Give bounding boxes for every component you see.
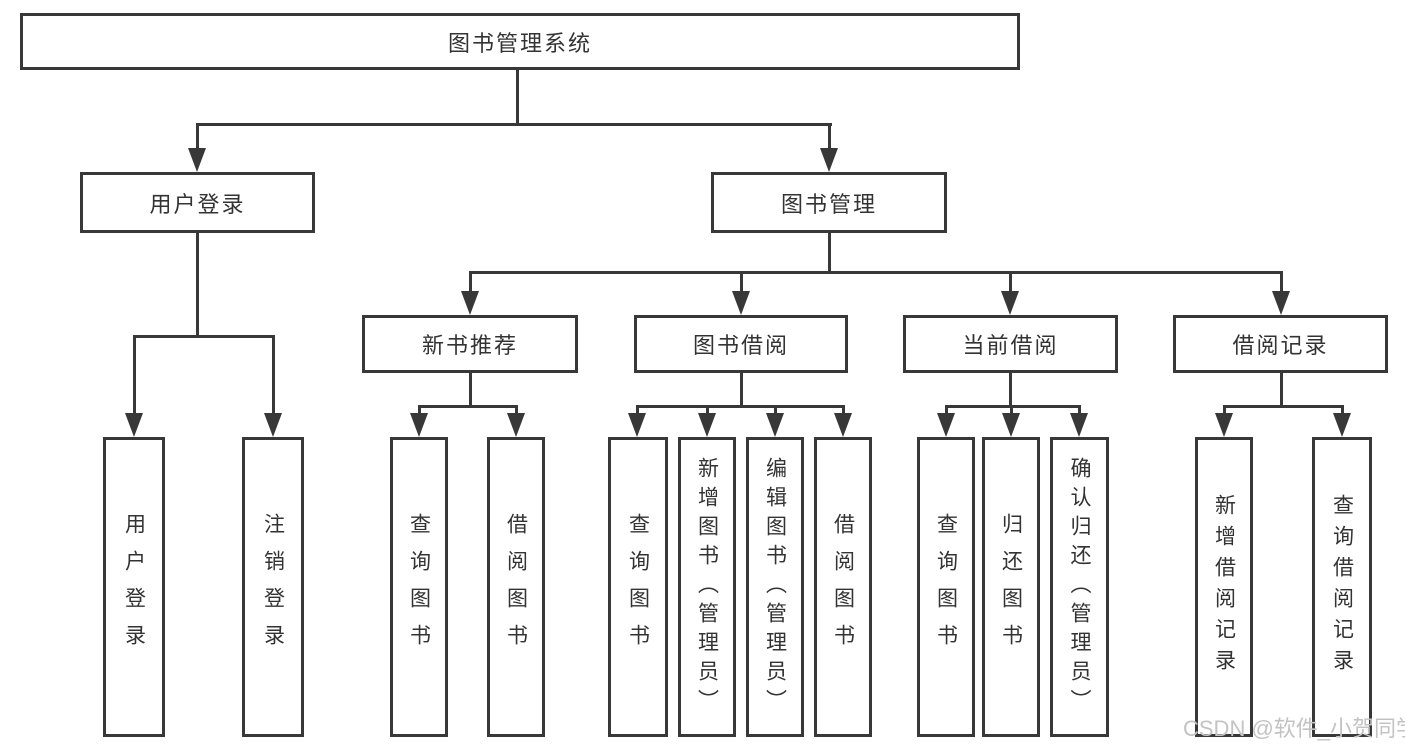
node-current-borrowing-label: 当前借阅 xyxy=(962,333,1059,358)
leaf-query-books-current: 查询图书 xyxy=(917,437,975,737)
connector-drop-current-borrowing xyxy=(1009,274,1012,293)
csdn-watermark: CSDN @软件_小贺同学 xyxy=(1183,716,1405,741)
connector-drop-query-borrow-record xyxy=(1341,407,1344,416)
arrowhead-query-books-borrow xyxy=(628,413,646,437)
leaf-user-login: 用户登录 xyxy=(103,437,165,737)
connector-book-borrowing-stem xyxy=(740,373,743,407)
connector-drop-borrowing-records xyxy=(1280,274,1283,293)
arrowhead-confirm-return-admin xyxy=(1070,413,1088,437)
leaf-edit-books-admin-label: 编辑图书（管理员） xyxy=(763,456,787,718)
leaf-logout-login: 注销登录 xyxy=(242,437,304,737)
leaf-user-login-label: 用户登录 xyxy=(122,513,146,661)
arrowhead-book-management xyxy=(820,148,838,172)
connector-current-borrowing-stem xyxy=(1009,373,1012,407)
arrowhead-edit-books-admin xyxy=(766,413,784,437)
leaf-logout-login-label: 注销登录 xyxy=(261,513,285,661)
connector-drop-new-book-recommend xyxy=(469,274,472,293)
leaf-confirm-return-admin: 确认归还（管理员） xyxy=(1050,437,1109,737)
connector-drop-add-books-admin xyxy=(706,407,709,416)
node-book-management: 图书管理 xyxy=(711,172,947,233)
leaf-add-borrow-record-label: 新增借阅记录 xyxy=(1212,494,1236,680)
node-book-borrowing: 图书借阅 xyxy=(634,315,848,373)
leaf-add-borrow-record: 新增借阅记录 xyxy=(1195,437,1253,737)
arrowhead-leaf-user-login xyxy=(125,413,143,437)
connector-book-management-rail xyxy=(469,271,1283,274)
leaf-add-books-admin: 新增图书（管理员） xyxy=(678,437,736,737)
connector-drop-return-books xyxy=(1010,407,1013,416)
leaf-borrow-books-borrow-label: 借阅图书 xyxy=(831,513,855,661)
leaf-query-books-current-label: 查询图书 xyxy=(934,513,958,661)
node-root: 图书管理系统 xyxy=(20,13,1020,70)
connector-book-borrowing-rail xyxy=(636,405,845,408)
node-borrowing-records: 借阅记录 xyxy=(1173,315,1388,373)
connector-root-rail xyxy=(196,123,832,126)
node-user-login-label: 用户登录 xyxy=(149,191,246,217)
connector-new-book-recommend-rail xyxy=(418,405,518,408)
connector-drop-book-borrowing xyxy=(740,274,743,293)
arrowhead-borrow-books-borrow xyxy=(834,413,852,437)
arrowhead-user-login xyxy=(188,148,206,172)
connector-drop-user-login xyxy=(196,126,199,154)
node-current-borrowing: 当前借阅 xyxy=(903,315,1118,373)
connector-user-login-rail xyxy=(133,335,275,338)
connector-drop-book-management xyxy=(828,126,831,154)
connector-drop-query-books-current xyxy=(945,407,948,416)
arrowhead-add-borrow-record xyxy=(1215,413,1233,437)
arrowhead-borrow-books-recommend xyxy=(507,413,525,437)
connector-borrowing-records-stem xyxy=(1280,373,1283,407)
arrowhead-add-books-admin xyxy=(698,413,716,437)
node-root-label: 图书管理系统 xyxy=(447,30,592,56)
connector-user-login-stem xyxy=(196,233,199,335)
leaf-query-borrow-record: 查询借阅记录 xyxy=(1312,437,1372,737)
node-new-book-recommend: 新书推荐 xyxy=(362,315,578,373)
leaf-add-books-admin-label: 新增图书（管理员） xyxy=(695,456,719,718)
arrowhead-query-books-current xyxy=(937,413,955,437)
arrowhead-query-borrow-record xyxy=(1333,413,1351,437)
leaf-query-books-recommend: 查询图书 xyxy=(390,437,448,737)
node-book-management-label: 图书管理 xyxy=(780,191,877,217)
arrowhead-current-borrowing xyxy=(1001,291,1019,315)
connector-drop-confirm-return-admin xyxy=(1078,407,1081,416)
leaf-return-books-label: 归还图书 xyxy=(999,513,1023,661)
node-book-borrowing-label: 图书借阅 xyxy=(692,333,789,358)
node-borrowing-records-label: 借阅记录 xyxy=(1232,333,1329,358)
connector-current-borrowing-rail xyxy=(945,405,1081,408)
connector-book-management-stem xyxy=(828,233,831,271)
connector-borrowing-records-rail xyxy=(1223,405,1344,408)
connector-drop-edit-books-admin xyxy=(774,407,777,416)
leaf-query-books-borrow-label: 查询图书 xyxy=(626,513,650,661)
leaf-query-borrow-record-label: 查询借阅记录 xyxy=(1330,494,1354,680)
leaf-borrow-books-recommend: 借阅图书 xyxy=(487,437,545,737)
arrowhead-query-books-recommend xyxy=(410,413,428,437)
connector-drop-leaf-user-login xyxy=(133,338,136,414)
leaf-query-books-recommend-label: 查询图书 xyxy=(407,513,431,661)
connector-drop-query-books-recommend xyxy=(418,407,421,416)
arrowhead-borrowing-records xyxy=(1272,291,1290,315)
connector-drop-borrow-books-recommend xyxy=(515,407,518,416)
arrowhead-book-borrowing xyxy=(732,291,750,315)
node-user-login: 用户登录 xyxy=(80,172,315,233)
leaf-borrow-books-borrow: 借阅图书 xyxy=(814,437,872,737)
connector-new-book-recommend-stem xyxy=(469,373,472,407)
connector-drop-query-books-borrow xyxy=(636,407,639,416)
leaf-borrow-books-recommend-label: 借阅图书 xyxy=(504,513,528,661)
connector-root-stem xyxy=(516,70,519,123)
arrowhead-new-book-recommend xyxy=(461,291,479,315)
arrowhead-leaf-logout xyxy=(264,413,282,437)
leaf-query-books-borrow: 查询图书 xyxy=(608,437,668,737)
leaf-edit-books-admin: 编辑图书（管理员） xyxy=(746,437,804,737)
node-new-book-recommend-label: 新书推荐 xyxy=(421,333,518,358)
connector-drop-borrow-books-borrow xyxy=(842,407,845,416)
arrowhead-return-books xyxy=(1002,413,1020,437)
connector-drop-leaf-logout xyxy=(272,338,275,414)
connector-drop-add-borrow-record xyxy=(1223,407,1226,416)
leaf-return-books: 归还图书 xyxy=(982,437,1040,737)
leaf-confirm-return-admin-label: 确认归还（管理员） xyxy=(1068,456,1091,718)
